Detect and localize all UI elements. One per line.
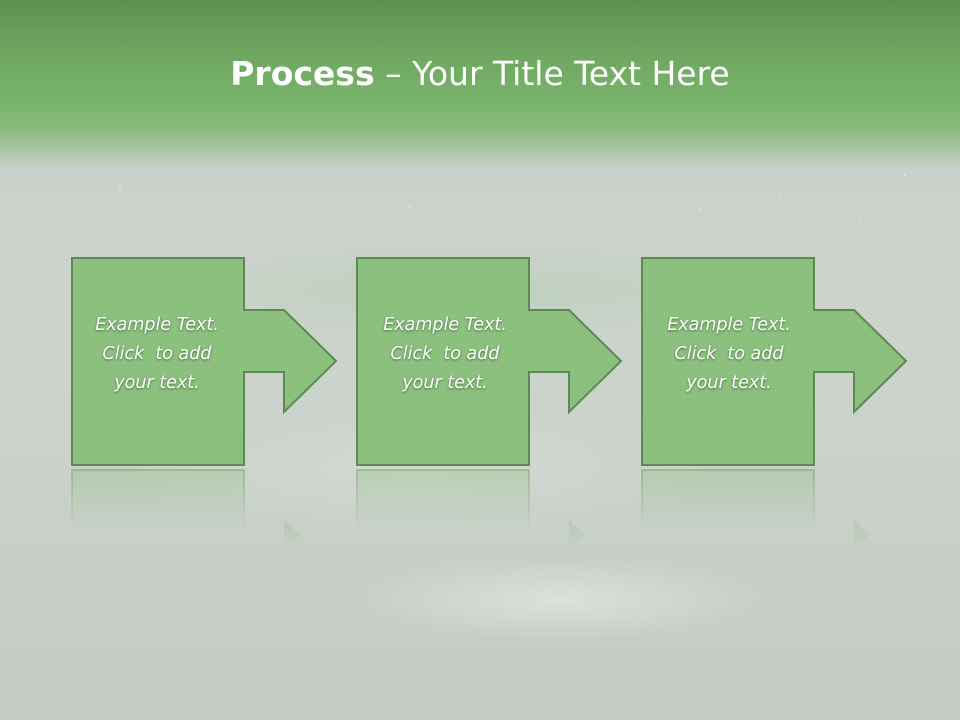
step-1-line-1: Example Text.: [95, 315, 219, 335]
step-2-line-1: Example Text.: [383, 315, 507, 335]
step-3-line-2: Click to add: [674, 344, 784, 364]
step-1-line-3: your text.: [114, 373, 200, 393]
step-1-text[interactable]: Example Text. Click to add your text.: [72, 311, 242, 398]
step-3-line-1: Example Text.: [667, 315, 791, 335]
background-stars: [119, 174, 906, 233]
title-rest-part: Your Title Text Here: [412, 54, 730, 93]
step-2-line-2: Click to add: [390, 344, 500, 364]
header-band: [0, 0, 960, 170]
step-3-line-3: your text.: [686, 373, 772, 393]
process-step-1[interactable]: [71, 257, 338, 466]
title-bold-part: Process: [230, 54, 375, 93]
reflection-group: [71, 469, 870, 550]
step-2-box-arrow: [356, 257, 623, 466]
process-step-3[interactable]: [641, 257, 908, 466]
step-2-line-3: your text.: [402, 373, 488, 393]
slide-title[interactable]: Process – Your Title Text Here: [0, 52, 960, 96]
step-2-text[interactable]: Example Text. Click to add your text.: [360, 311, 530, 398]
step-1-line-2: Click to add: [102, 344, 212, 364]
step-1-box-arrow: [71, 257, 338, 466]
title-separator: –: [385, 54, 402, 93]
step-3-text[interactable]: Example Text. Click to add your text.: [644, 311, 814, 398]
process-step-2[interactable]: [356, 257, 623, 466]
step-3-box-arrow: [641, 257, 908, 466]
